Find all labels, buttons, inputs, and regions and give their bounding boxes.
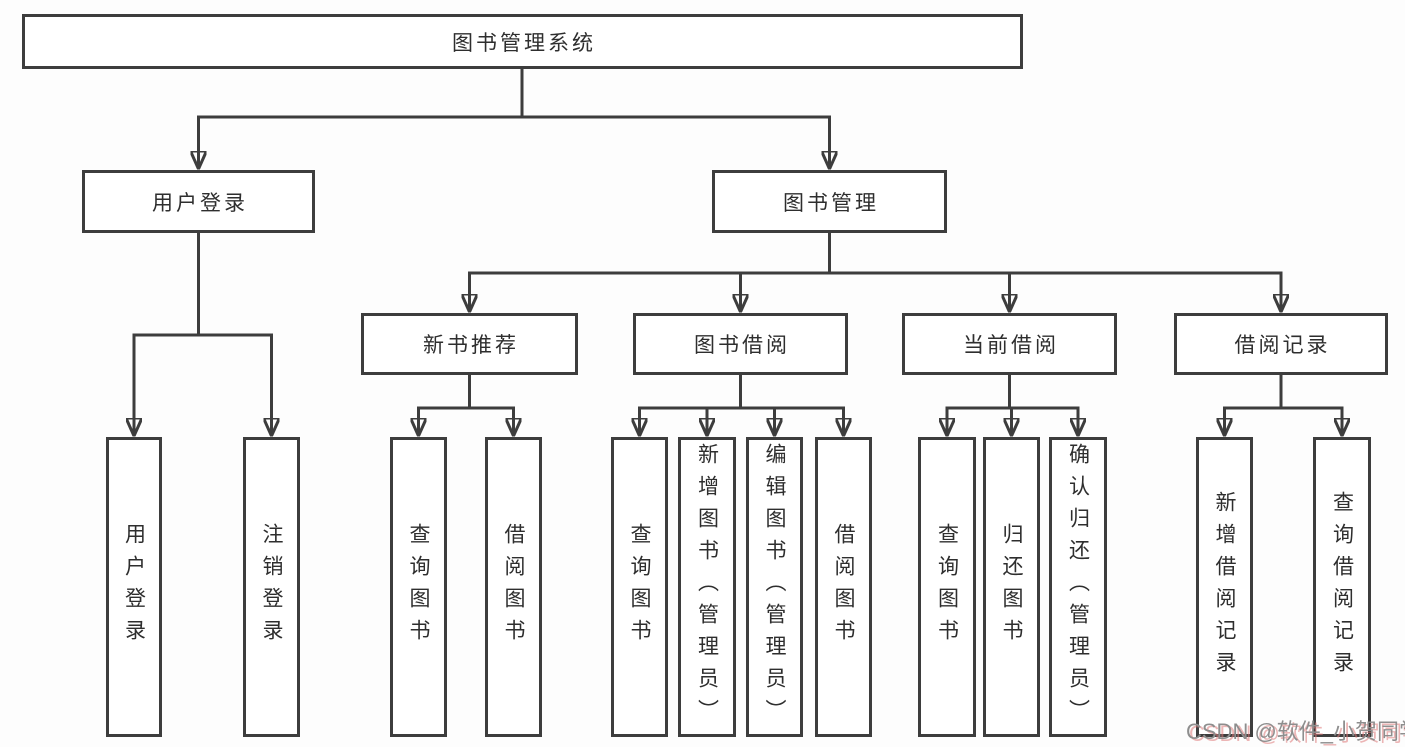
connector-root-to-level2 [199, 67, 830, 170]
connector-book-borrow-children [640, 373, 844, 437]
node-book-borrow-label: 图书借阅 [694, 334, 790, 357]
leaf-query-books-current-label: 查询图书 [935, 523, 959, 651]
connector-user-login-children [134, 231, 272, 437]
node-new-book-recommend: 新书推荐 [361, 313, 578, 375]
node-book-management-label: 图书管理 [783, 191, 879, 215]
node-user-login-label: 用户登录 [152, 191, 248, 215]
node-current-borrow-label: 当前借阅 [963, 334, 1059, 357]
leaf-user-login: 用户登录 [106, 437, 162, 737]
leaf-query-books-recommend: 查询图书 [390, 437, 447, 737]
csdn-watermark: CSDN @软件_小贺同学 [1186, 719, 1405, 744]
leaf-query-books-recommend-label: 查询图书 [407, 523, 430, 651]
leaf-add-books-admin-label: 新增图书（管理员） [695, 443, 719, 731]
leaf-logout-label: 注销登录 [260, 523, 283, 651]
connector-new-book-recommend-children [419, 373, 514, 437]
node-book-borrow: 图书借阅 [633, 313, 848, 375]
node-borrow-records: 借阅记录 [1174, 313, 1388, 375]
leaf-return-books: 归还图书 [983, 437, 1040, 737]
leaf-borrow-books-recommend: 借阅图书 [485, 437, 542, 737]
node-current-borrow: 当前借阅 [902, 313, 1117, 375]
node-borrow-records-label: 借阅记录 [1234, 334, 1331, 357]
leaf-user-login-label: 用户登录 [122, 523, 146, 651]
node-root-system-label: 图书管理系统 [452, 31, 596, 55]
leaf-query-books-borrow-label: 查询图书 [628, 523, 651, 651]
leaf-edit-books-admin: 编辑图书（管理员） [746, 437, 803, 737]
connector-borrow-records-children [1225, 373, 1343, 437]
leaf-borrow-books-recommend-label: 借阅图书 [502, 523, 525, 651]
leaf-confirm-return-admin: 确认归还（管理员） [1049, 437, 1107, 737]
leaf-confirm-return-admin-label: 确认归还（管理员） [1066, 443, 1090, 731]
node-book-management: 图书管理 [712, 170, 947, 233]
leaf-edit-books-admin-label: 编辑图书（管理员） [763, 443, 786, 731]
leaf-query-borrow-record-label: 查询借阅记录 [1330, 491, 1354, 683]
leaf-query-books-current: 查询图书 [918, 437, 976, 737]
leaf-return-books-label: 归还图书 [1000, 523, 1023, 651]
leaf-add-borrow-record: 新增借阅记录 [1196, 437, 1253, 737]
connector-current-borrow-children [947, 373, 1078, 437]
leaf-borrow-books-label: 借阅图书 [832, 523, 855, 651]
node-new-book-recommend-label: 新书推荐 [423, 334, 519, 357]
node-root-system: 图书管理系统 [22, 14, 1023, 69]
leaf-query-borrow-record: 查询借阅记录 [1313, 437, 1371, 737]
leaf-borrow-books: 借阅图书 [815, 437, 872, 737]
leaf-logout: 注销登录 [243, 437, 300, 737]
connector-book-mgmt-to-level3 [470, 231, 1282, 313]
leaf-query-books-borrow: 查询图书 [611, 437, 668, 737]
node-user-login: 用户登录 [82, 170, 315, 233]
leaf-add-borrow-record-label: 新增借阅记录 [1213, 491, 1236, 683]
leaf-add-books-admin: 新增图书（管理员） [678, 437, 736, 737]
